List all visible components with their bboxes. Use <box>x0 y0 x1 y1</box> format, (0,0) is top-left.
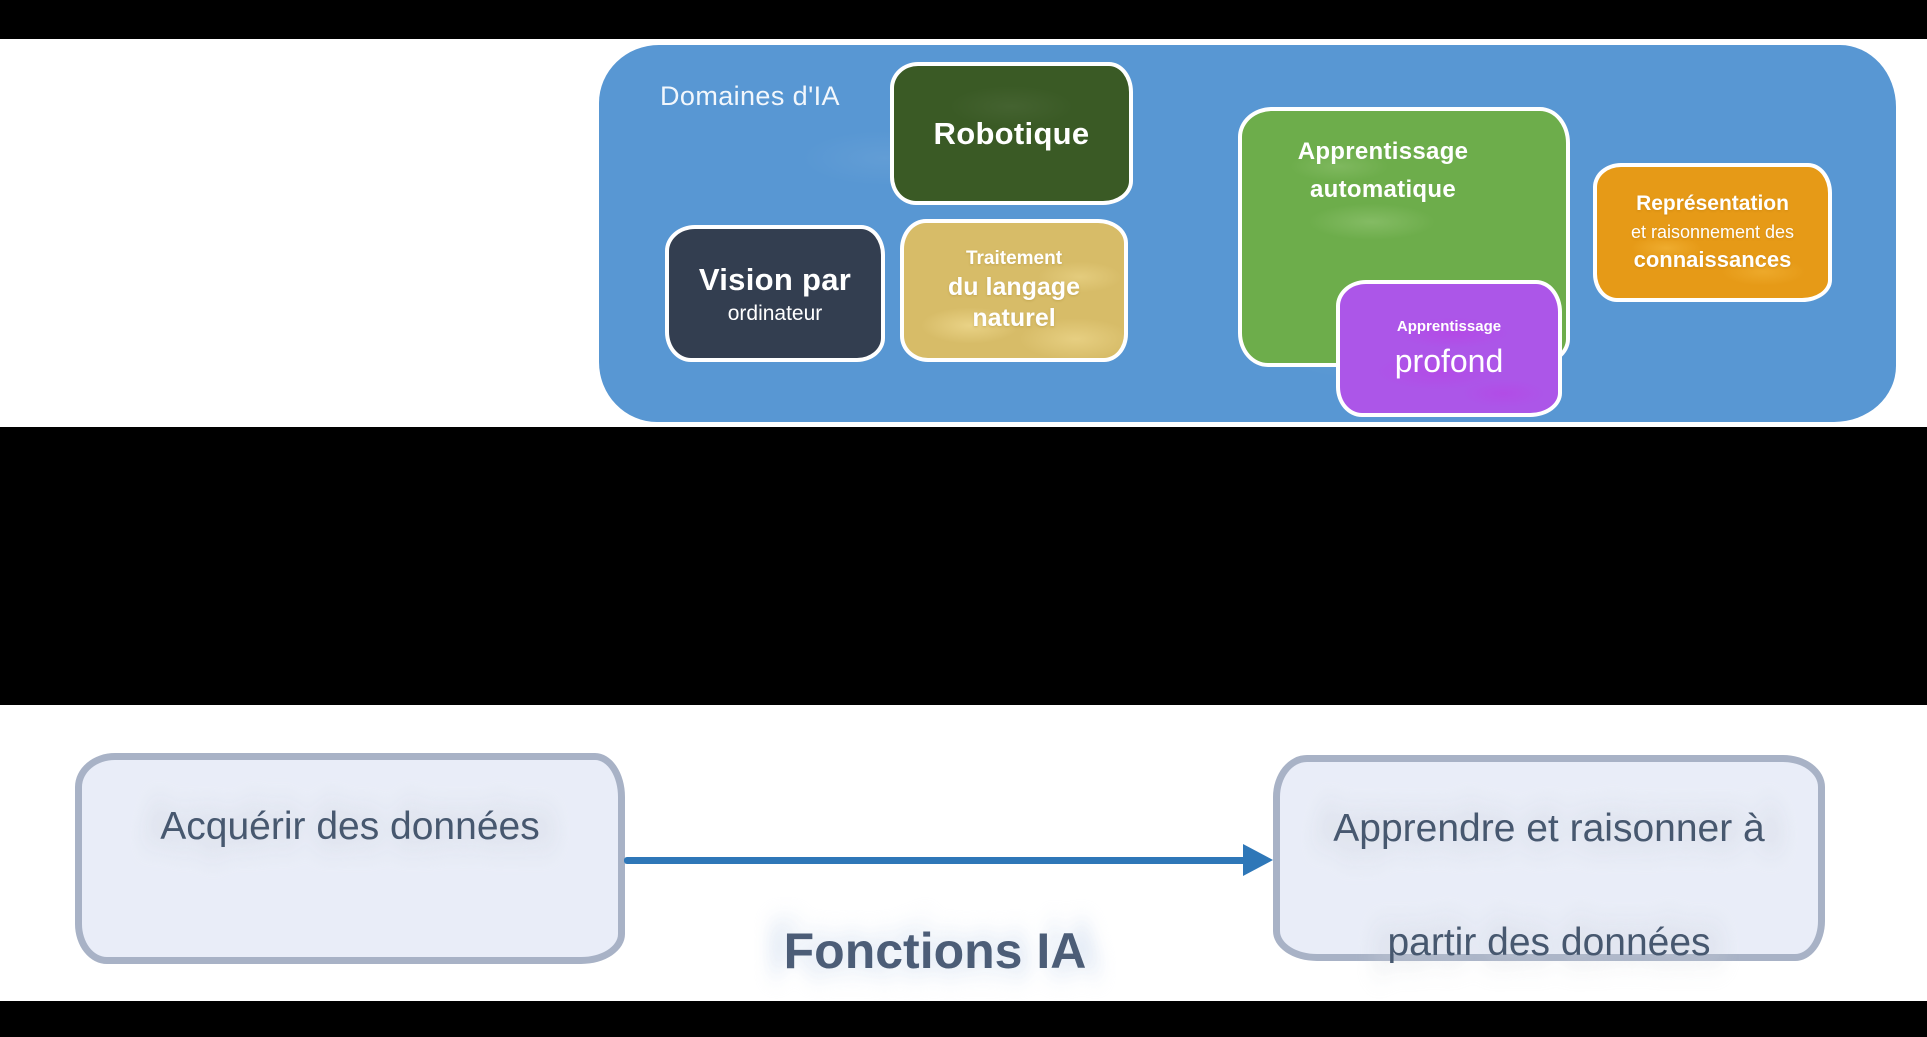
learn-line2-text: partir des données <box>1387 921 1711 964</box>
robotics-label: Robotique <box>933 115 1090 151</box>
flow-arrow-shaft <box>624 857 1248 864</box>
ml-line2: automatique <box>1310 176 1456 203</box>
nlp-line3: naturel <box>972 304 1056 332</box>
acquire-data-label: Acquérir des données Acquérir des donnée… <box>82 794 618 856</box>
nlp-line2: du langage <box>948 273 1080 301</box>
vision-line1: Vision par <box>698 261 852 297</box>
computer-vision-box: Vision par ordinateur <box>665 225 885 362</box>
machine-learning-box: Apprentissage automatique Apprentissage … <box>1238 107 1570 417</box>
dl-line1: Apprentissage <box>1396 317 1502 335</box>
dl-line2: profond <box>1394 342 1504 379</box>
learn-line2-smudge: partir des données <box>1374 906 1724 976</box>
learn-line1-text: Apprendre et raisonner à <box>1333 807 1765 850</box>
vision-line2: ordinateur <box>727 301 823 325</box>
functions-title-text: Fonctions IA <box>783 923 1087 979</box>
ml-line1: Apprentissage <box>1297 138 1469 165</box>
knowledge-line2: et raisonnement des <box>1630 222 1795 242</box>
functions-title-smudge: Fonctions IA <box>768 907 1102 992</box>
acquire-smudge: Acquérir des données <box>145 790 555 860</box>
upper-white-band: Domaines d'IA Robotique Vision par ordin… <box>0 39 1927 427</box>
deep-learning-box: Apprentissage profond <box>1336 280 1562 417</box>
learn-reason-line1: Apprendre et raisonner à Apprendre et ra… <box>1280 796 1818 858</box>
nlp-line1: Traitement <box>965 248 1063 269</box>
learn-reason-box: Apprendre et raisonner à Apprendre et ra… <box>1273 755 1825 973</box>
robotics-box: Robotique <box>890 62 1133 205</box>
functions-section-title: Fonctions IA Fonctions IA <box>695 911 1175 989</box>
knowledge-line1: Représentation <box>1636 192 1789 215</box>
nlp-box: Traitement du langage naturel <box>900 219 1128 362</box>
flow-arrow-head-icon <box>1243 844 1273 876</box>
panel-title: Domaines d'IA <box>660 81 840 111</box>
knowledge-representation-box: Représentation et raisonnement des conna… <box>1593 163 1832 302</box>
acquire-text: Acquérir des données <box>160 805 540 848</box>
acquire-data-box: Acquérir des données Acquérir des donnée… <box>75 753 625 964</box>
learn-reason-line2: partir des données partir des données <box>1280 910 1818 972</box>
machine-learning-label: Apprentissage automatique <box>1242 133 1524 209</box>
learn-line1-smudge: Apprendre et raisonner à <box>1316 792 1782 862</box>
ai-domains-panel: Domaines d'IA Robotique Vision par ordin… <box>599 45 1896 422</box>
knowledge-line3: connaissances <box>1633 247 1792 272</box>
